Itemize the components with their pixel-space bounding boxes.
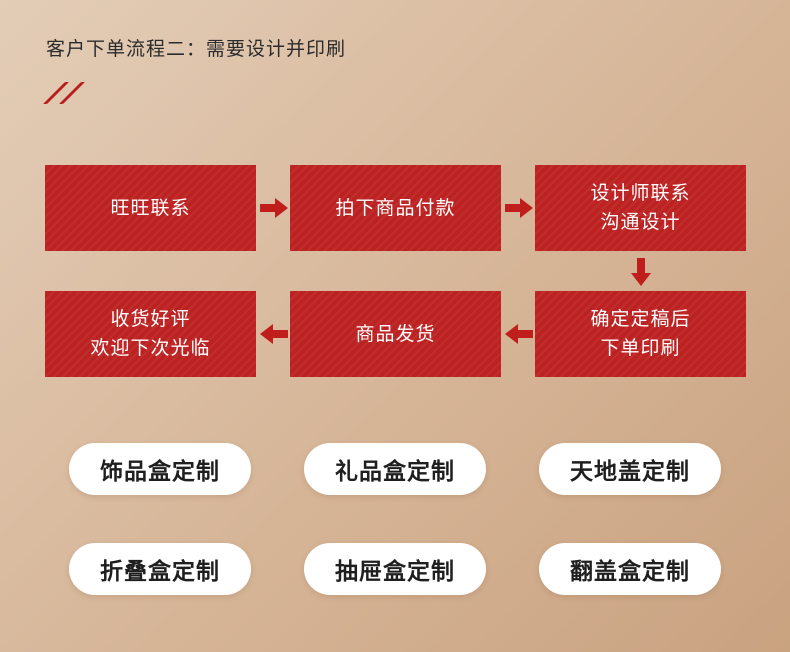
arrow-right-icon <box>260 198 288 218</box>
product-tag-drawer-box[interactable]: 抽屉盒定制 <box>304 543 486 595</box>
flow-step-label: 确定定稿后 <box>590 308 691 330</box>
flow-step-pay: 拍下商品付款 <box>290 165 501 251</box>
product-tag-jewelry-box[interactable]: 饰品盒定制 <box>69 443 251 495</box>
flow-step-finalize-print: 确定定稿后 下单印刷 <box>535 291 746 377</box>
arrow-left-icon <box>260 324 288 344</box>
flow-step-label: 设计师联系 <box>590 182 691 204</box>
flow-step-label: 收货好评 <box>110 308 191 330</box>
product-tag-lid-base-box[interactable]: 天地盖定制 <box>539 443 721 495</box>
flow-step-label: 商品发货 <box>355 322 436 345</box>
flow-step-receive-review: 收货好评 欢迎下次光临 <box>45 291 256 377</box>
flow-step-label: 拍下商品付款 <box>335 196 456 219</box>
flow-step-label-2: 欢迎下次光临 <box>90 337 211 359</box>
arrow-left-icon <box>505 324 533 344</box>
flow-step-label-2: 沟通设计 <box>600 211 681 233</box>
product-tag-flip-lid-box[interactable]: 翻盖盒定制 <box>539 543 721 595</box>
product-tag-gift-box[interactable]: 礼品盒定制 <box>304 443 486 495</box>
flow-step-label: 旺旺联系 <box>110 196 191 219</box>
page-title: 客户下单流程二：需要设计并印刷 <box>46 38 347 60</box>
arrow-down-icon <box>631 258 651 286</box>
flow-step-designer-contact: 设计师联系 沟通设计 <box>535 165 746 251</box>
flow-step-contact: 旺旺联系 <box>45 165 256 251</box>
product-tag-folding-box[interactable]: 折叠盒定制 <box>69 543 251 595</box>
arrow-right-icon <box>505 198 533 218</box>
flow-step-label-2: 下单印刷 <box>600 337 681 359</box>
flow-step-ship: 商品发货 <box>290 291 501 377</box>
double-slash-icon <box>43 82 86 104</box>
